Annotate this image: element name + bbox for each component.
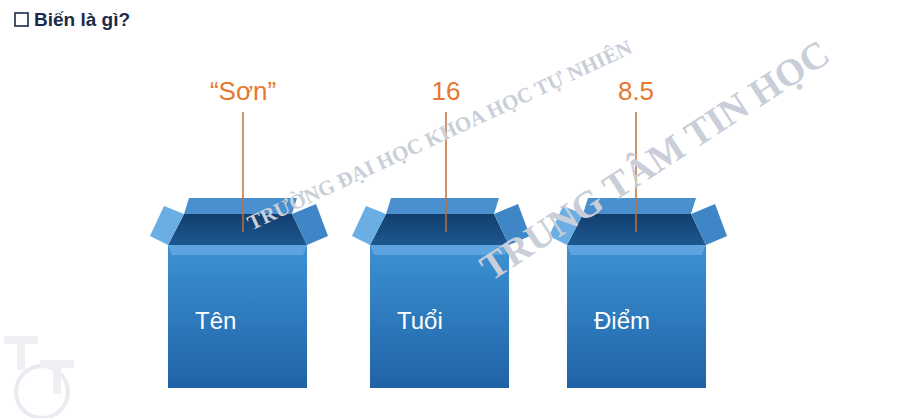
open-box	[150, 198, 328, 388]
box-name: Tên	[195, 307, 236, 336]
box-label-area: Tên	[168, 245, 307, 388]
value-label: 8.5	[566, 76, 706, 107]
open-box	[352, 198, 530, 388]
leader-line	[242, 112, 244, 232]
box-label-area: Tuổi	[370, 245, 509, 388]
value-label: “Sơn”	[173, 76, 313, 107]
slide-title: Biến là gì?	[34, 9, 130, 31]
box-name: Tuổi	[397, 307, 443, 336]
box-label-area: Điểm	[567, 245, 706, 388]
logo	[4, 336, 74, 418]
box-name: Điểm	[594, 307, 650, 336]
bullet-square	[15, 13, 28, 26]
